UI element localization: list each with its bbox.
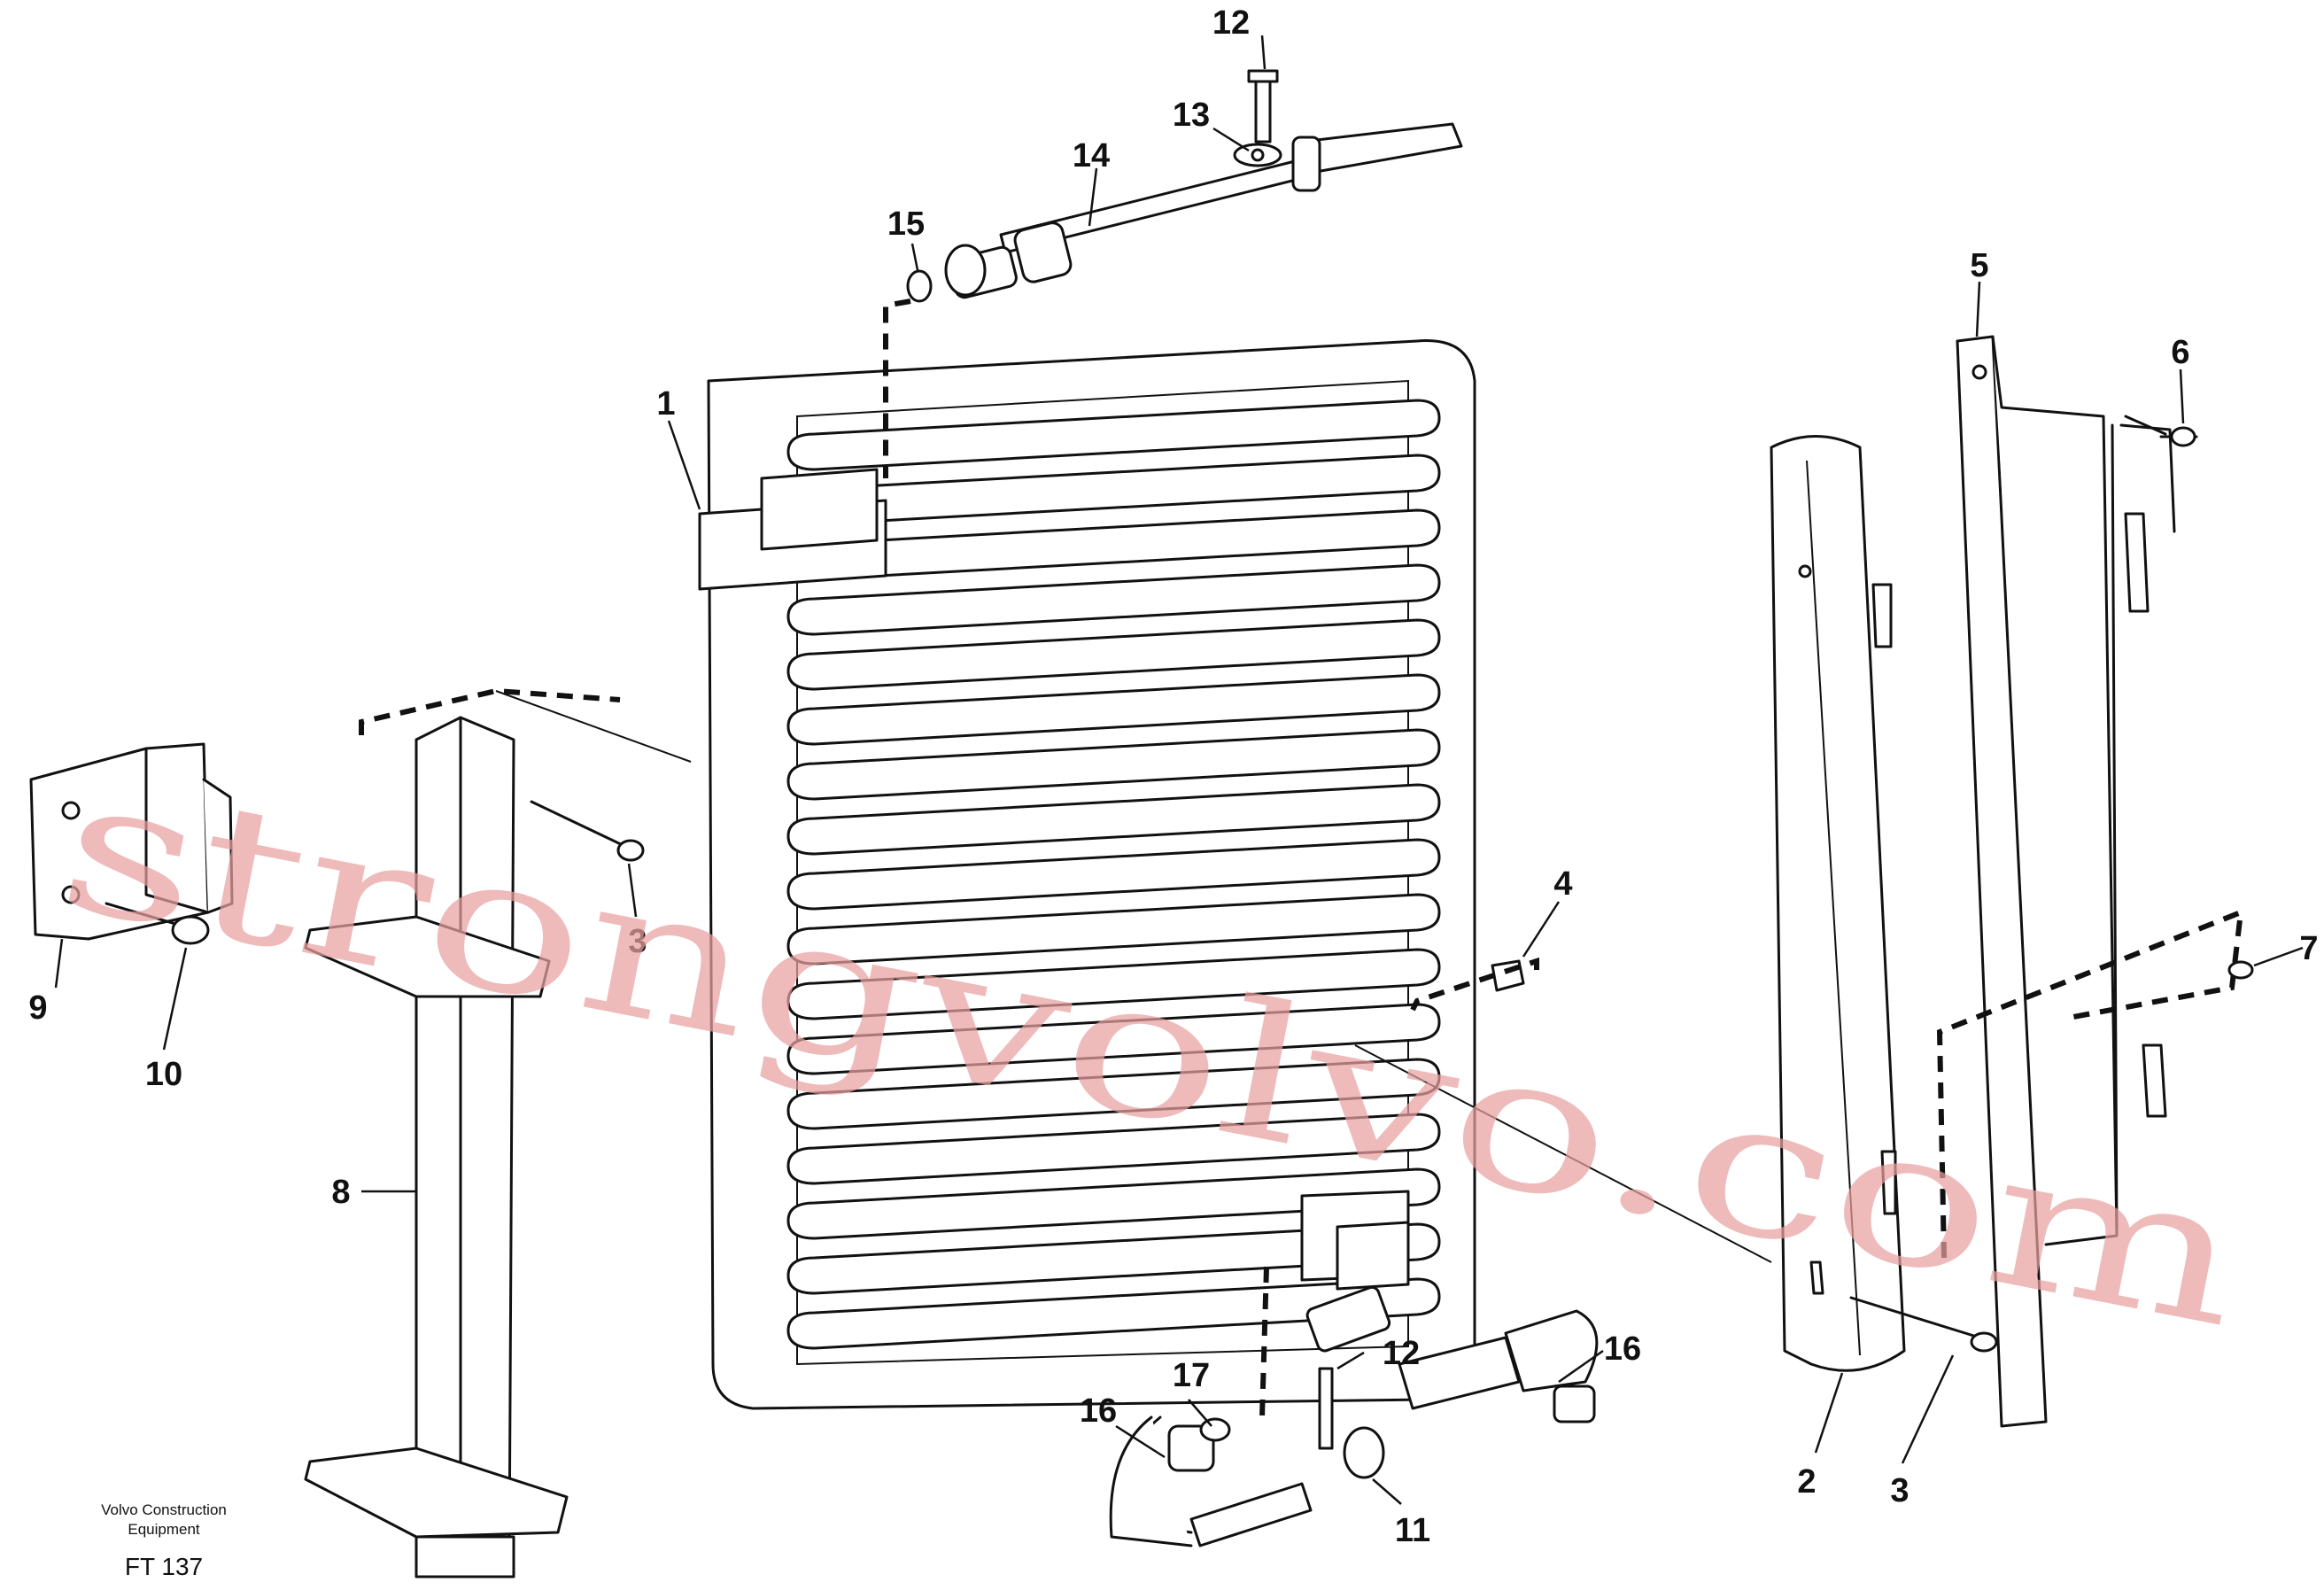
coil-tube [786,783,1441,856]
coil-tube [786,1167,1441,1240]
coil-tube [786,948,1441,1020]
coil-tube [786,1277,1441,1350]
callout-3-right: 3 [1890,1472,1909,1509]
callout-15: 15 [887,206,925,243]
callout-12-top: 12 [1212,4,1250,42]
figure-code: FT 137 [125,1553,203,1580]
callout-3-left: 3 [628,923,647,960]
coil-tube [786,838,1441,911]
callout-16-right: 16 [1604,1330,1641,1368]
bracket-9 [29,742,234,945]
callout-10: 10 [145,1056,182,1093]
callout-9: 9 [28,989,47,1027]
callout-14: 14 [1073,137,1110,175]
callout-1: 1 [656,385,675,423]
condenser [698,339,1476,1410]
condenser-coils [786,399,1441,1350]
callout-6: 6 [2171,334,2189,371]
callout-13: 13 [1173,97,1210,134]
callout-12-bottom: 12 [1383,1335,1420,1372]
credit-maker-line1: Volvo Construction [101,1501,227,1518]
coil-tube [786,1003,1441,1075]
side-panel-2 [1770,435,1998,1372]
coil-tube [786,893,1441,966]
callout-17: 17 [1173,1357,1210,1394]
coil-tube [786,728,1441,801]
upper-hose-assembly [883,69,1463,478]
figure-credit: Volvo Construction Equipment FT 137 [101,1501,227,1580]
coil-tube [786,618,1441,691]
callout-16-left: 16 [1080,1392,1117,1430]
coil-tube [786,563,1441,636]
coil-tube [786,1058,1441,1130]
coil-tube [786,673,1441,746]
callout-labels: 1 2 3 3 4 5 6 7 8 9 10 11 12 12 13 14 15… [28,4,2318,1549]
callout-11: 11 [1395,1512,1430,1549]
coil-tube [786,1222,1441,1295]
stand-8 [304,687,692,1578]
credit-maker-line2: Equipment [128,1521,200,1538]
nut-4 [1354,957,1772,1263]
callout-8: 8 [331,1174,350,1211]
coil-tube [786,1113,1441,1185]
leader-lines [54,35,2304,1505]
callout-7: 7 [2299,930,2318,967]
callout-4: 4 [1553,865,1572,903]
callout-2: 2 [1797,1463,1816,1501]
callout-5: 5 [1970,247,1988,284]
side-panel-5 [1936,335,2254,1428]
coil-tube [786,399,1441,471]
